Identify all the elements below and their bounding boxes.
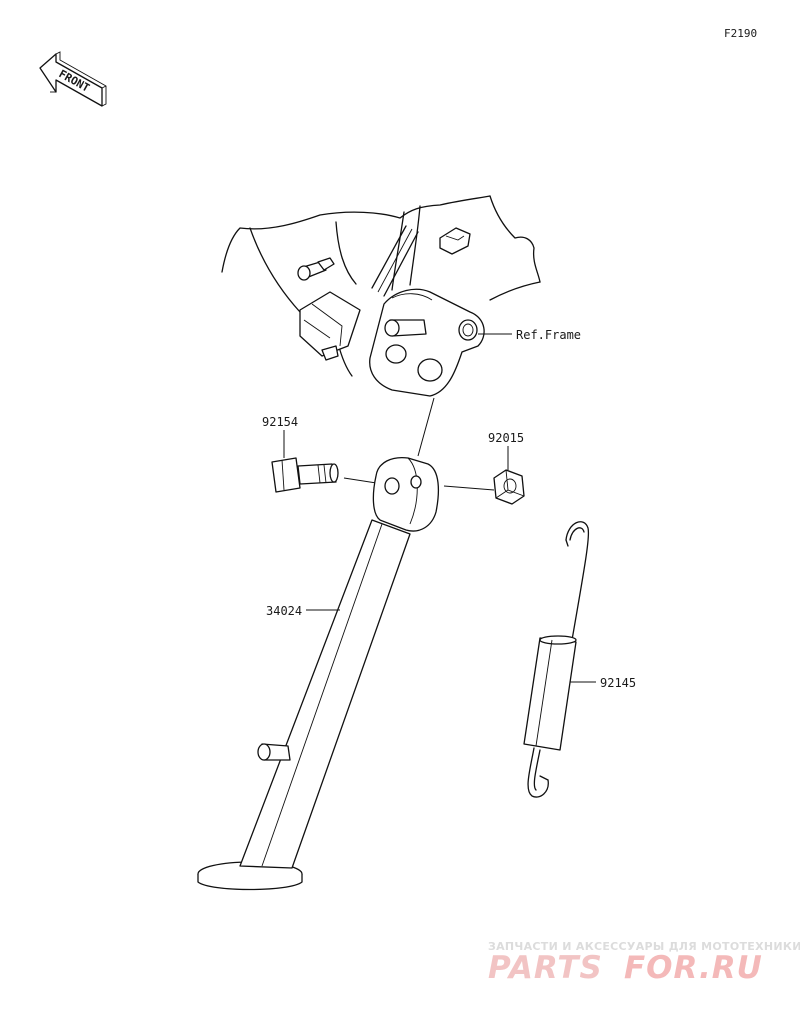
figure-code: F2190 xyxy=(724,27,757,40)
part-number-stand: 34024 xyxy=(266,604,302,618)
part-number-spring: 92145 xyxy=(600,676,636,690)
ref-frame-label: Ref.Frame xyxy=(516,328,581,342)
front-arrow-icon: FRONT xyxy=(39,51,107,107)
watermark: ЗАПЧАСТИ И АКСЕССУАРЫ ДЛЯ МОТОТЕХНИКИ PA… xyxy=(488,940,800,986)
watermark-brand-left: PARTS xyxy=(488,950,603,986)
spring-92145 xyxy=(523,521,590,798)
bolt-92154 xyxy=(271,457,339,493)
part-number-bolt: 92154 xyxy=(262,415,298,429)
side-stand-34024 xyxy=(197,456,440,891)
part-number-nut: 92015 xyxy=(488,431,524,445)
alignment-line xyxy=(417,397,435,457)
watermark-tagline: ЗАПЧАСТИ И АКСЕССУАРЫ ДЛЯ МОТОТЕХНИКИ xyxy=(488,940,800,953)
nut-92015 xyxy=(493,469,525,505)
frame-reference xyxy=(221,195,541,397)
nut-align-line xyxy=(443,485,495,491)
watermark-brand-right: FOR.RU xyxy=(624,950,763,986)
